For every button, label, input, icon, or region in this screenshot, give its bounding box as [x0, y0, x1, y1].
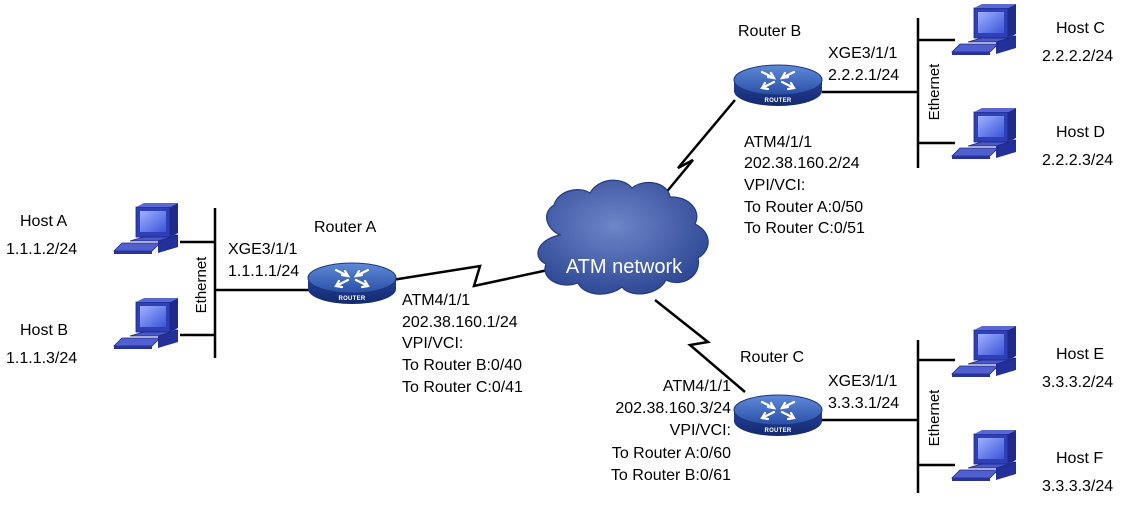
router-c-pvc-1: To Router A:0/60 — [612, 445, 731, 462]
router-b-vpi-title: VPI/VCI: — [744, 177, 805, 194]
host-a-pc-icon[interactable] — [113, 202, 179, 255]
router-a-name: Router A — [314, 219, 377, 236]
host-c-ip: 2.2.2.2/24 — [1042, 48, 1113, 65]
router-a-pvc-2: To Router C:0/41 — [402, 379, 523, 396]
atm-link-b — [644, 99, 736, 219]
router-a-atm-if: ATM4/1/1 — [402, 292, 470, 309]
atm-link-a — [391, 264, 549, 288]
router-c-eth-ip: 3.3.3.1/24 — [828, 395, 899, 412]
router-b-pvc-1: To Router A:0/50 — [744, 199, 863, 216]
router-a-atm-ip: 202.38.160.1/24 — [402, 314, 518, 331]
router-a-badge: ROUTER — [338, 296, 365, 302]
ethernet-label-b: Ethernet — [926, 63, 943, 121]
host-d-pc-icon[interactable] — [951, 107, 1017, 160]
host-b-ip: 1.1.1.3/24 — [6, 350, 77, 367]
host-c-name: Host C — [1056, 20, 1105, 37]
host-e-ip: 3.3.3.2/24 — [1042, 374, 1113, 391]
router-c-icon[interactable]: ROUTER — [732, 393, 824, 438]
router-c-vpi-title: VPI/VCI: — [670, 422, 731, 439]
router-a-eth-if: XGE3/1/1 — [228, 241, 297, 258]
router-b-eth-if: XGE3/1/1 — [828, 45, 897, 62]
atm-link-c — [654, 299, 746, 393]
router-b-atm-ip: 202.38.160.2/24 — [744, 155, 860, 172]
router-c-pvc-2: To Router B:0/61 — [611, 467, 731, 484]
host-e-pc-icon[interactable] — [951, 325, 1017, 378]
cloud-label: ATM network — [566, 256, 683, 278]
host-c-pc-icon[interactable] — [951, 3, 1017, 56]
ethernet-segment-c — [822, 340, 955, 493]
atm-network-cloud: ATM network — [537, 179, 709, 295]
host-a-name: Host A — [20, 213, 67, 230]
router-c-badge: ROUTER — [764, 428, 791, 434]
host-f-ip: 3.3.3.3/24 — [1042, 478, 1113, 495]
host-d-name: Host D — [1056, 124, 1105, 141]
router-b-atm-if: ATM4/1/1 — [744, 134, 812, 151]
router-b-icon[interactable]: ROUTER — [732, 63, 824, 108]
router-b-badge: ROUTER — [764, 98, 791, 104]
router-c-atm-if: ATM4/1/1 — [663, 378, 731, 395]
host-a-ip: 1.1.1.2/24 — [6, 241, 77, 258]
host-b-name: Host B — [20, 322, 68, 339]
host-b-pc-icon[interactable] — [113, 297, 179, 350]
router-b-name: Router B — [738, 23, 801, 40]
ethernet-label-c: Ethernet — [926, 389, 943, 447]
router-a-pvc-1: To Router B:0/40 — [402, 357, 522, 374]
ethernet-segment-b — [822, 18, 955, 168]
router-c-eth-if: XGE3/1/1 — [828, 373, 897, 390]
router-b-pvc-2: To Router C:0/51 — [744, 220, 865, 237]
host-d-ip: 2.2.2.3/24 — [1042, 152, 1113, 169]
router-c-atm-ip: 202.38.160.3/24 — [615, 400, 731, 417]
host-f-name: Host F — [1056, 450, 1103, 467]
router-c-name: Router C — [740, 349, 804, 366]
router-a-vpi-title: VPI/VCI: — [402, 335, 463, 352]
router-b-eth-ip: 2.2.2.1/24 — [828, 67, 899, 84]
host-e-name: Host E — [1056, 346, 1104, 363]
host-f-pc-icon[interactable] — [951, 429, 1017, 482]
ethernet-segment-a — [180, 208, 312, 358]
router-a-icon[interactable]: ROUTER — [306, 261, 398, 306]
ethernet-label-a: Ethernet — [193, 256, 210, 314]
router-a-eth-ip: 1.1.1.1/24 — [228, 263, 299, 280]
